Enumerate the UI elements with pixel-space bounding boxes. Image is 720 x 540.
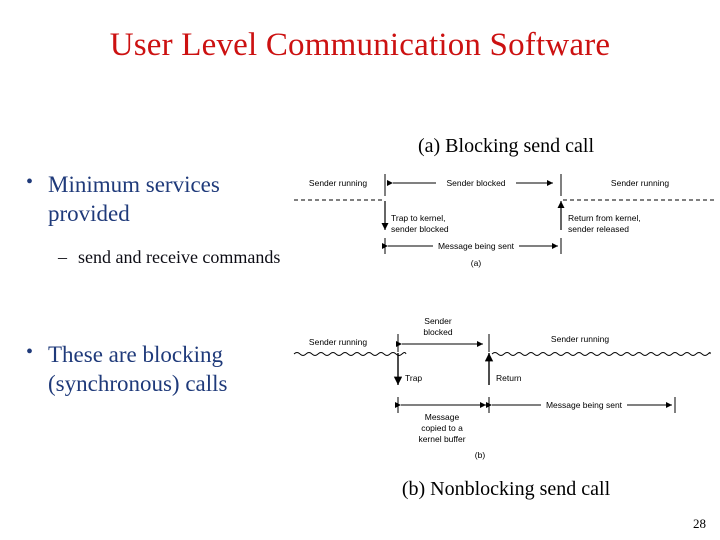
bullet-label: These are blocking (synchronous) calls [48, 342, 228, 397]
bullet-item-2: • These are blocking (synchronous) calls [26, 340, 294, 399]
label-backdrop [433, 240, 519, 252]
sub-bullet-row: – send and receive commands [58, 246, 288, 270]
label-backdrop [436, 177, 516, 189]
figure-b-inner-label: (b) [475, 450, 486, 460]
sub-bullet-label: send and receive commands [78, 247, 281, 267]
figure-b-left-state-label: Sender running [309, 337, 367, 347]
figure-b-middle-state-label-line1: Sender [424, 316, 452, 326]
figure-a-return-label-line1: Return from kernel, [568, 213, 641, 223]
figure-a-timeline-diagram: Sender running Sender running Sender blo… [292, 168, 716, 270]
figure-b-copy-label-line1: Message [425, 412, 460, 422]
figure-b-timeline-diagram: Sender running Sender running Sender blo… [292, 312, 716, 464]
figure-a-caption: (a) Blocking send call [417, 135, 595, 157]
bullet-label: Minimum services provided [48, 172, 220, 227]
figure-a-inner-label: (a) [471, 258, 482, 268]
figure-b-message-label: Message being sent [546, 400, 623, 410]
page-number: 28 [693, 516, 706, 531]
figure-a-trap-label-line2: sender blocked [391, 224, 449, 234]
figure-b-caption: (b) Nonblocking send call [401, 478, 611, 500]
bullet-marker-icon: • [26, 341, 34, 363]
figure-a-right-state-label: Sender running [611, 178, 669, 188]
bullet-row: • These are blocking (synchronous) calls [26, 340, 294, 399]
figure-b-trap-label: Trap [405, 373, 422, 383]
figure-a-return-label-line2: sender released [568, 224, 629, 234]
bullet-marker-icon: • [26, 171, 34, 193]
figure-b-right-state-label: Sender running [551, 334, 609, 344]
figure-b-middle-state-label-line2: blocked [423, 327, 453, 337]
figure-b-return-label: Return [496, 373, 522, 383]
page-title: User Level Communication Software [109, 27, 611, 63]
bullet-item-1: • Minimum services provided [26, 170, 294, 229]
sub-bullet-item-1: – send and receive commands [58, 246, 288, 270]
figure-a-trap-label-line1: Trap to kernel, [391, 213, 446, 223]
figure-b-baseline-wavy-right [491, 352, 711, 356]
figure-b-copy-label-line3: kernel buffer [418, 434, 465, 444]
dash-marker-icon: – [58, 247, 67, 267]
bullet-row: • Minimum services provided [26, 170, 294, 229]
figure-a-message-label: Message being sent [438, 241, 515, 251]
figure-a-left-state-label: Sender running [309, 178, 367, 188]
label-backdrop [541, 399, 627, 411]
figure-b-copy-label-line2: copied to a [421, 423, 463, 433]
figure-a-middle-state-label: Sender blocked [446, 178, 505, 188]
figure-b-baseline-wavy-left [293, 352, 407, 356]
